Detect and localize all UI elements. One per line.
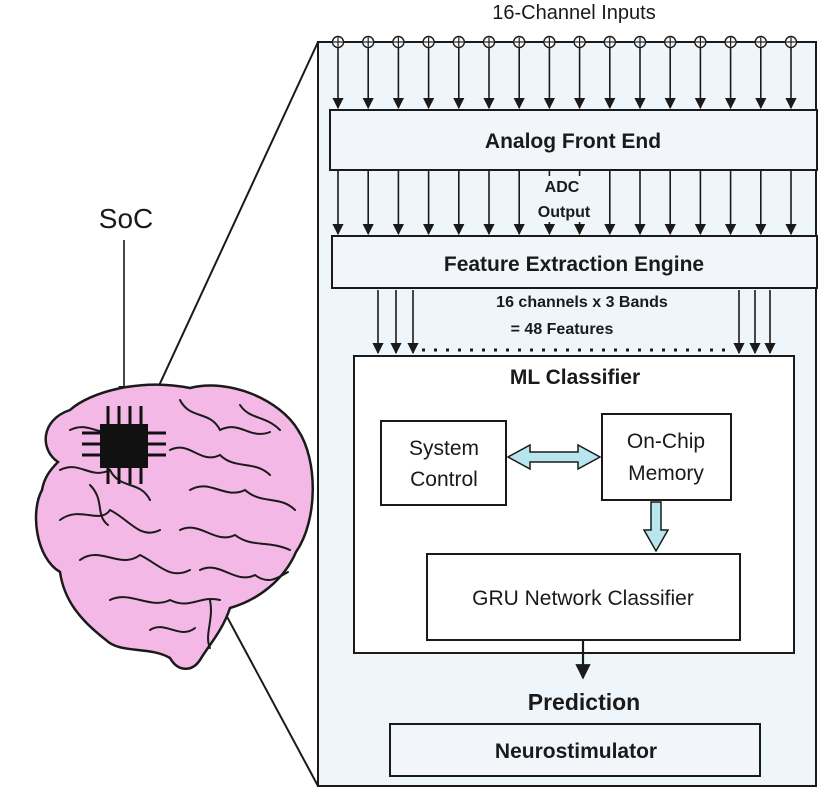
feature-extraction-box <box>331 235 818 289</box>
gru-classifier-label: GRU Network Classifier <box>472 587 694 610</box>
soc-label: SoC <box>99 203 153 234</box>
on-chip-memory-line2: Memory <box>628 462 704 485</box>
analog-front-end-label: Analog Front End <box>485 130 661 153</box>
input-node-1 <box>331 35 345 110</box>
system-control-box <box>380 420 507 506</box>
input-node-6 <box>482 35 496 110</box>
feature-arrows <box>372 290 776 355</box>
analog-front-end-box <box>329 109 818 171</box>
system-control-line2: Control <box>410 468 478 491</box>
input-node-11 <box>633 35 647 110</box>
input-node-2 <box>362 35 375 110</box>
input-node-12 <box>664 35 677 110</box>
input-node-9 <box>573 35 586 110</box>
input-channels <box>331 35 798 110</box>
features-label-line2: = 48 Features <box>511 321 614 338</box>
adc-label-line2: Output <box>538 204 591 221</box>
brain-icon <box>34 383 314 670</box>
inputs-label: 16-Channel Inputs <box>492 2 655 24</box>
features-label-line1: 16 channels x 3 Bands <box>496 294 668 311</box>
input-node-10 <box>603 35 616 110</box>
on-chip-memory-box <box>601 413 732 501</box>
zoom-line-top <box>143 41 319 419</box>
input-node-8 <box>543 35 556 110</box>
chip-icon <box>82 406 166 484</box>
on-chip-memory-line1: On-Chip <box>627 430 705 453</box>
gru-classifier-box <box>426 553 741 641</box>
input-node-13 <box>694 35 707 110</box>
input-node-3 <box>392 35 405 110</box>
input-node-15 <box>754 35 767 110</box>
memory-to-gru-arrow <box>642 501 670 553</box>
neurostimulator-label: Neurostimulator <box>495 740 657 763</box>
input-node-5 <box>452 35 465 110</box>
adc-output-arrows <box>332 171 797 236</box>
input-node-4 <box>422 35 435 110</box>
bidirectional-arrow <box>506 443 602 471</box>
feature-extraction-label: Feature Extraction Engine <box>444 253 704 276</box>
system-control-line1: System <box>409 437 479 460</box>
input-node-16 <box>784 35 798 110</box>
ml-classifier-title: ML Classifier <box>510 366 640 389</box>
input-node-14 <box>724 35 737 110</box>
input-node-7 <box>513 35 526 110</box>
adc-label-line1: ADC <box>545 179 580 196</box>
neurostimulator-box <box>389 723 761 777</box>
prediction-label: Prediction <box>528 689 640 715</box>
adc-label-bg <box>526 176 600 222</box>
